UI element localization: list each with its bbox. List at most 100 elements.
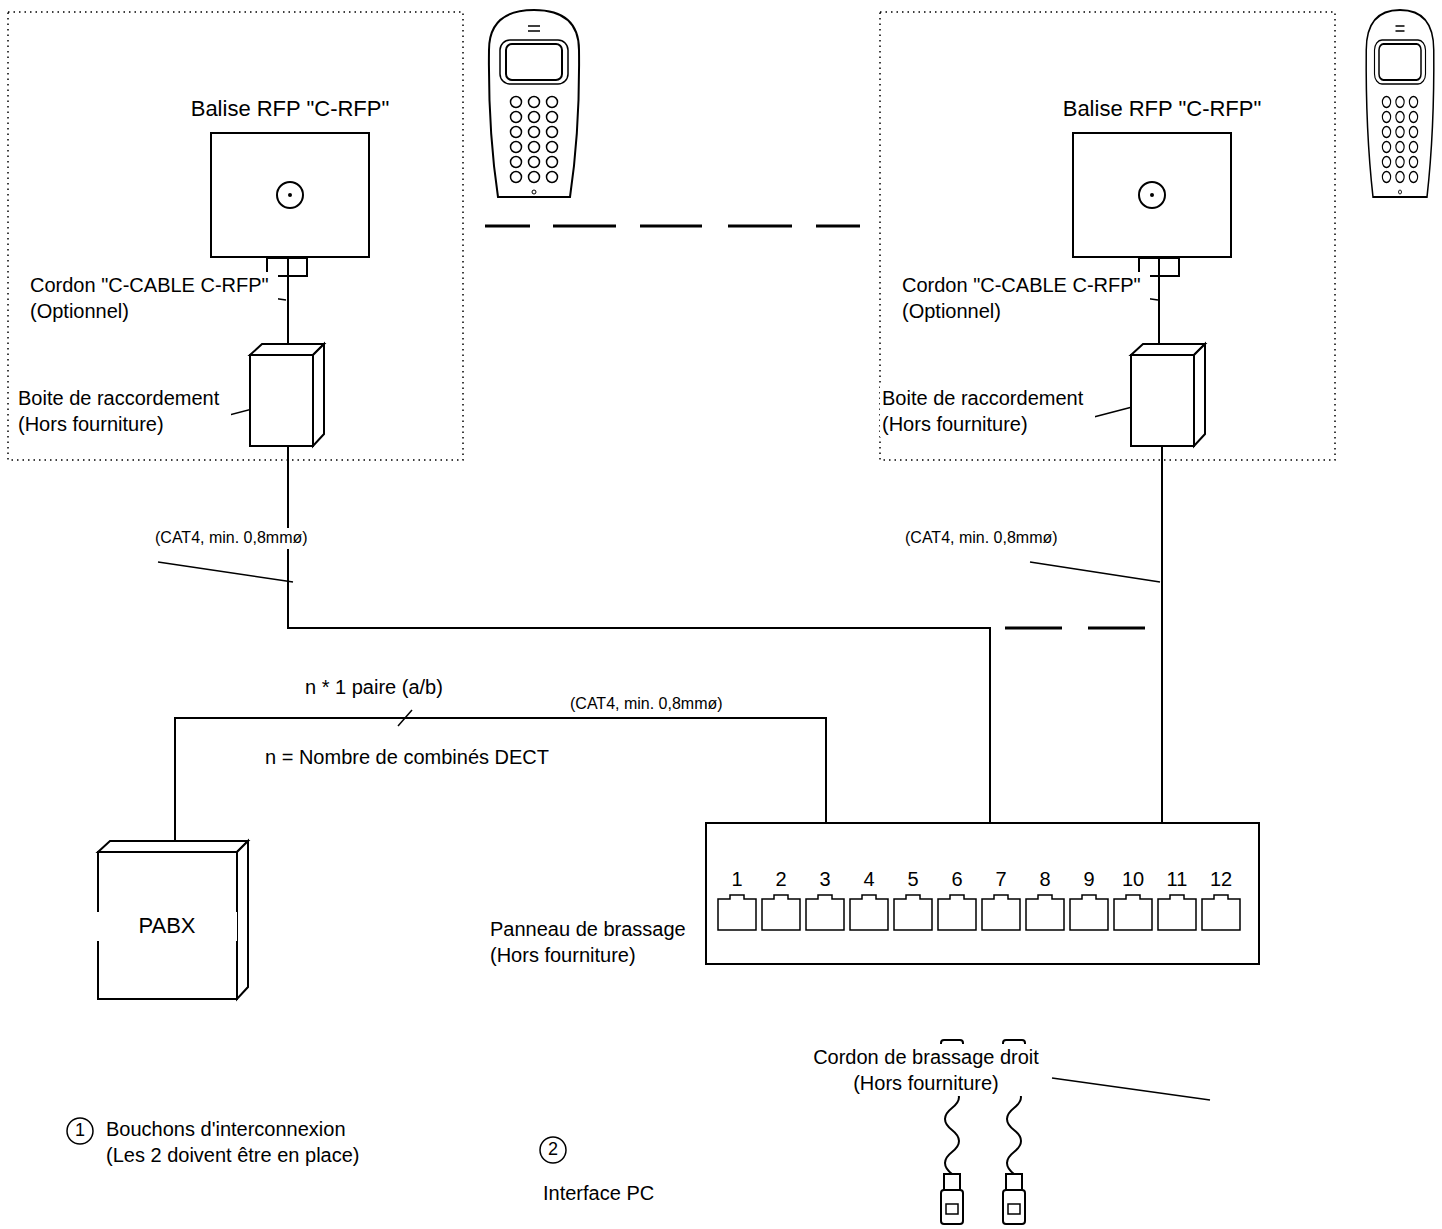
cable bbox=[175, 718, 826, 840]
stroke bbox=[946, 1204, 958, 1214]
stroke bbox=[529, 142, 540, 153]
patch-panel bbox=[706, 823, 1259, 964]
part-label: Boite de raccordement (Hors fourniture) bbox=[880, 385, 1095, 437]
stroke bbox=[1382, 112, 1390, 123]
port-number: 2 bbox=[761, 866, 801, 892]
stroke bbox=[1007, 1086, 1021, 1174]
port-number: 6 bbox=[937, 866, 977, 892]
stroke bbox=[941, 1190, 963, 1224]
rj45-jack bbox=[1202, 895, 1240, 930]
stroke bbox=[1396, 26, 1405, 31]
stroke bbox=[529, 97, 540, 108]
part-label: Cordon de brassage droit (Hors fournitur… bbox=[806, 1044, 1046, 1096]
beacon-box bbox=[211, 133, 369, 257]
port-number: 4 bbox=[849, 866, 889, 892]
stroke bbox=[1396, 157, 1404, 168]
stroke bbox=[528, 26, 540, 31]
stroke bbox=[547, 97, 558, 108]
panel-outline bbox=[705, 822, 1260, 965]
stroke bbox=[500, 40, 568, 84]
stroke bbox=[547, 127, 558, 138]
box-side bbox=[313, 344, 324, 446]
stroke bbox=[1409, 142, 1417, 153]
stroke bbox=[1382, 142, 1390, 153]
stroke bbox=[1382, 157, 1390, 168]
rj45-jack bbox=[1026, 895, 1064, 930]
rj45-jack bbox=[1070, 895, 1108, 930]
port-number: 1 bbox=[717, 866, 757, 892]
box-top bbox=[250, 344, 324, 355]
rj45-jack bbox=[850, 895, 888, 930]
stroke bbox=[547, 157, 558, 168]
stroke bbox=[511, 127, 522, 138]
stroke bbox=[547, 172, 558, 183]
stroke bbox=[1150, 193, 1154, 197]
stroke bbox=[1396, 142, 1404, 153]
pabx-node: PABX bbox=[97, 840, 249, 1000]
rj45-jack bbox=[762, 895, 800, 930]
stroke bbox=[511, 97, 522, 108]
cable-label: (CAT4, min. 0,8mmø) bbox=[903, 528, 1060, 549]
callout-text: Interface PC bbox=[541, 1180, 656, 1206]
stroke bbox=[1409, 127, 1417, 138]
boite-node: Boite de raccordement (Hors fourniture) bbox=[249, 343, 325, 447]
stroke bbox=[1382, 172, 1390, 183]
stroke bbox=[489, 10, 579, 197]
boite-node: Boite de raccordement (Hors fourniture) bbox=[1130, 343, 1206, 447]
leader-lines bbox=[158, 298, 1210, 1100]
stroke bbox=[1396, 172, 1404, 183]
callout-text: Bouchons d'interconnexion (Les 2 doivent… bbox=[104, 1116, 366, 1168]
stroke bbox=[1409, 157, 1417, 168]
balise-outline bbox=[210, 132, 370, 258]
part-label: PABX bbox=[97, 912, 237, 941]
stroke bbox=[511, 112, 522, 123]
balise-node: Balise RFP "C-RFP" bbox=[1072, 132, 1232, 258]
stroke bbox=[511, 142, 522, 153]
stroke bbox=[511, 157, 522, 168]
stroke bbox=[547, 142, 558, 153]
box-side bbox=[1194, 344, 1205, 446]
rj45-jack bbox=[1114, 895, 1152, 930]
box-front bbox=[1131, 355, 1194, 446]
port-number: 8 bbox=[1025, 866, 1065, 892]
cable-label: Cordon "C-CABLE C-RFP" (Optionnel) bbox=[900, 272, 1150, 324]
stroke bbox=[1409, 112, 1417, 123]
cable-label: (CAT4, min. 0,8mmø) bbox=[153, 528, 310, 549]
stroke bbox=[547, 112, 558, 123]
port-number: 5 bbox=[893, 866, 933, 892]
stroke bbox=[944, 1174, 960, 1190]
callout-number: 2 bbox=[546, 1138, 560, 1161]
stroke bbox=[529, 172, 540, 183]
stroke bbox=[1382, 97, 1390, 108]
cable bbox=[287, 258, 289, 343]
rj45-jack bbox=[982, 895, 1020, 930]
boite-outline bbox=[1130, 343, 1206, 447]
stroke bbox=[511, 172, 522, 183]
cable bbox=[1161, 447, 1163, 822]
stroke bbox=[288, 193, 292, 197]
stroke bbox=[1396, 112, 1404, 123]
port-number: 9 bbox=[1069, 866, 1109, 892]
port-number: 10 bbox=[1113, 866, 1153, 892]
stroke bbox=[529, 112, 540, 123]
panel-node: Panneau de brassage (Hors fourniture)123… bbox=[705, 822, 1260, 965]
part-title: Balise RFP "C-RFP" bbox=[189, 95, 392, 124]
stroke bbox=[1003, 1190, 1025, 1224]
rj45-jack bbox=[806, 895, 844, 930]
stroke bbox=[506, 44, 562, 80]
port-number: 3 bbox=[805, 866, 845, 892]
stroke bbox=[1396, 127, 1404, 138]
rj45-jack bbox=[894, 895, 932, 930]
beacon-box bbox=[1073, 133, 1231, 257]
port-number: 12 bbox=[1201, 866, 1241, 892]
box-top bbox=[98, 841, 248, 852]
antenna bbox=[1139, 182, 1165, 208]
part-label: Panneau de brassage (Hors fourniture) bbox=[488, 916, 700, 968]
stroke bbox=[1409, 172, 1417, 183]
port-number: 7 bbox=[981, 866, 1021, 892]
stroke bbox=[529, 127, 540, 138]
antenna bbox=[277, 182, 303, 208]
stroke bbox=[529, 157, 540, 168]
rj45-jack bbox=[718, 895, 756, 930]
stroke bbox=[1379, 44, 1421, 80]
